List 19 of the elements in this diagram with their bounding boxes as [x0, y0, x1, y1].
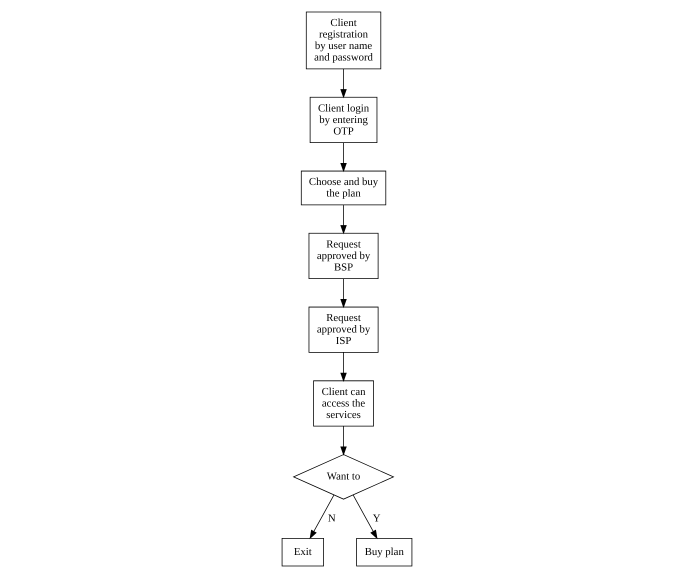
node-box: Client can access the services: [312, 380, 374, 427]
arrow: [340, 426, 346, 456]
arrow: [340, 204, 346, 234]
arrow: [340, 142, 346, 172]
node-box: Request approved by BSP: [308, 232, 378, 279]
node-diamond: Want to: [292, 454, 394, 500]
arrow: [352, 494, 378, 540]
node-box: Client registration by user name and password: [305, 12, 381, 70]
edge-label: Y: [372, 512, 380, 525]
node-box: Client login by entering OTP: [309, 96, 377, 143]
node-box: Buy plan: [356, 538, 412, 566]
edge-label: N: [327, 512, 336, 525]
arrow: [340, 278, 346, 308]
node-box: Exit: [281, 538, 324, 566]
arrow: [340, 352, 346, 382]
arrow: [309, 494, 334, 540]
node-box: Choose and buy the plan: [300, 170, 386, 206]
arrow: [340, 68, 346, 98]
node-box: Request approved by ISP: [308, 306, 378, 353]
